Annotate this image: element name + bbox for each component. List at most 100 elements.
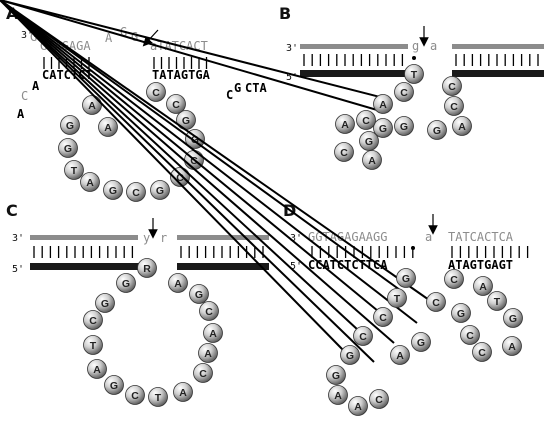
nucleotide-label: T (494, 296, 501, 308)
stem-bond (0, 0, 345, 352)
nucleotide-label: C (466, 330, 474, 342)
bottom-strand-left-bar-b (300, 70, 408, 77)
nucleotide-label: A (174, 278, 182, 290)
nucleotide-bead (198, 343, 218, 363)
nucleotide-label: G (101, 298, 109, 310)
top-strand-right-bar-b (452, 44, 544, 49)
nucleotide-label: A (209, 328, 217, 340)
nucleotide-bead (396, 268, 416, 288)
nucleotide-label: G (509, 313, 517, 325)
tail-a1-a: A (32, 79, 40, 93)
nucleotide-label: C (432, 297, 440, 309)
nucleotide-label: G (379, 123, 387, 135)
nucleotide-bead (335, 114, 355, 134)
nucleotide-label: C (375, 394, 383, 406)
nucleotide-label: G (457, 308, 465, 320)
nucleotide-label: C (89, 315, 97, 327)
nucleotide-bead (362, 150, 382, 170)
top-strand-right-bar-c (177, 235, 269, 240)
nucleotide-bead (98, 117, 118, 137)
nucleotide-label: C (362, 115, 370, 127)
nucleotide-label: G (195, 289, 203, 301)
nucleotide-label: C (152, 87, 160, 99)
panel-label-b: B (279, 4, 291, 23)
nucleotide-bead (390, 345, 410, 365)
nucleotide-bead (95, 293, 115, 313)
base-pair-ticks-d (311, 246, 529, 258)
nucleotide-bead (353, 326, 373, 346)
stem-bond (0, 0, 418, 324)
nucleotide-bead (146, 82, 166, 102)
nucleotide-bead (452, 116, 472, 136)
nucleotide-bead (104, 375, 124, 395)
top-r-c: r (160, 231, 167, 245)
top-y-c: y (143, 231, 150, 245)
nucleotide-label: A (334, 390, 342, 402)
nucleotide-label: C (379, 312, 387, 324)
top-strand-left-bar-b (300, 44, 408, 49)
nucleotide-bead (394, 82, 414, 102)
nucleotide-label: T (155, 392, 162, 404)
nucleotide-label: T (411, 69, 418, 81)
bead-loop-a: AGAGTAGCGCCGGCC (58, 82, 205, 202)
nucleotide-label: C (450, 101, 458, 113)
nucleotide-label: G (110, 380, 118, 392)
nucleotide-bead (83, 310, 103, 330)
nucleotide-bead (444, 269, 464, 289)
top-g-b: g (412, 39, 419, 53)
nucleotide-label: C (131, 390, 139, 402)
nucleotide-bead (173, 382, 193, 402)
nucleotide-bead (348, 396, 368, 416)
three-prime-end-a: 3' (21, 30, 33, 41)
nucleotide-label: G (109, 185, 117, 197)
bottom-strand-right-bar-b (452, 70, 544, 77)
nucleotide-label: T (394, 293, 401, 305)
top-g2-a: G (131, 30, 138, 44)
three-prime-end-b: 3' (286, 43, 298, 54)
nucleotide-bead (373, 118, 393, 138)
top-a-d: a (425, 230, 432, 244)
nucleotide-bead (80, 172, 100, 192)
nucleotide-bead (387, 288, 407, 308)
five-prime-end-b: 5' (286, 72, 298, 83)
nucleotide-bead (472, 342, 492, 362)
nucleotide-bead (199, 301, 219, 321)
right-cta-a: CTA (245, 81, 267, 95)
stem-bond (0, 0, 375, 363)
nucleotide-bead (411, 332, 431, 352)
panel-d: D 3' 5' GGTAGAGAAGG a TATCACTCA CCATCTCT… (0, 0, 529, 416)
nucleotide-label: C (132, 187, 140, 199)
nucleotide-label: G (182, 115, 190, 127)
top-strand-right-d: TATCACTCA (448, 230, 514, 244)
nucleotide-bead (87, 359, 107, 379)
nucleotide-label: G (156, 185, 164, 197)
top-strand-left-bar-c (30, 235, 138, 240)
top-a-a: A (105, 31, 113, 45)
nucleotide-label: G (64, 143, 72, 155)
bottom-strand-right-bar-c (177, 263, 269, 270)
nucleotide-bead (148, 387, 168, 407)
bottom-strand-right-a: TATAGTGA (152, 68, 211, 82)
base-pair-ticks-c (33, 246, 264, 258)
nucleotide-bead (189, 284, 209, 304)
nucleotide-bead (125, 385, 145, 405)
nucleotide-label: A (104, 122, 112, 134)
nucleotide-bead (326, 365, 346, 385)
nucleotide-bead (328, 385, 348, 405)
nucleotide-bead (503, 308, 523, 328)
nucleotide-label: C (199, 368, 207, 380)
nucleotide-bead (82, 95, 102, 115)
nucleotide-label: G (66, 120, 74, 132)
stem-bond (0, 0, 385, 113)
bottom-strand-left-d: CCATCTCTTCA (308, 258, 388, 272)
nucleotide-bead (193, 363, 213, 383)
nucleotide-bead (427, 120, 447, 140)
nucleotide-label: C (450, 274, 458, 286)
nucleotide-bead (502, 336, 522, 356)
nucleotide-bead (487, 291, 507, 311)
